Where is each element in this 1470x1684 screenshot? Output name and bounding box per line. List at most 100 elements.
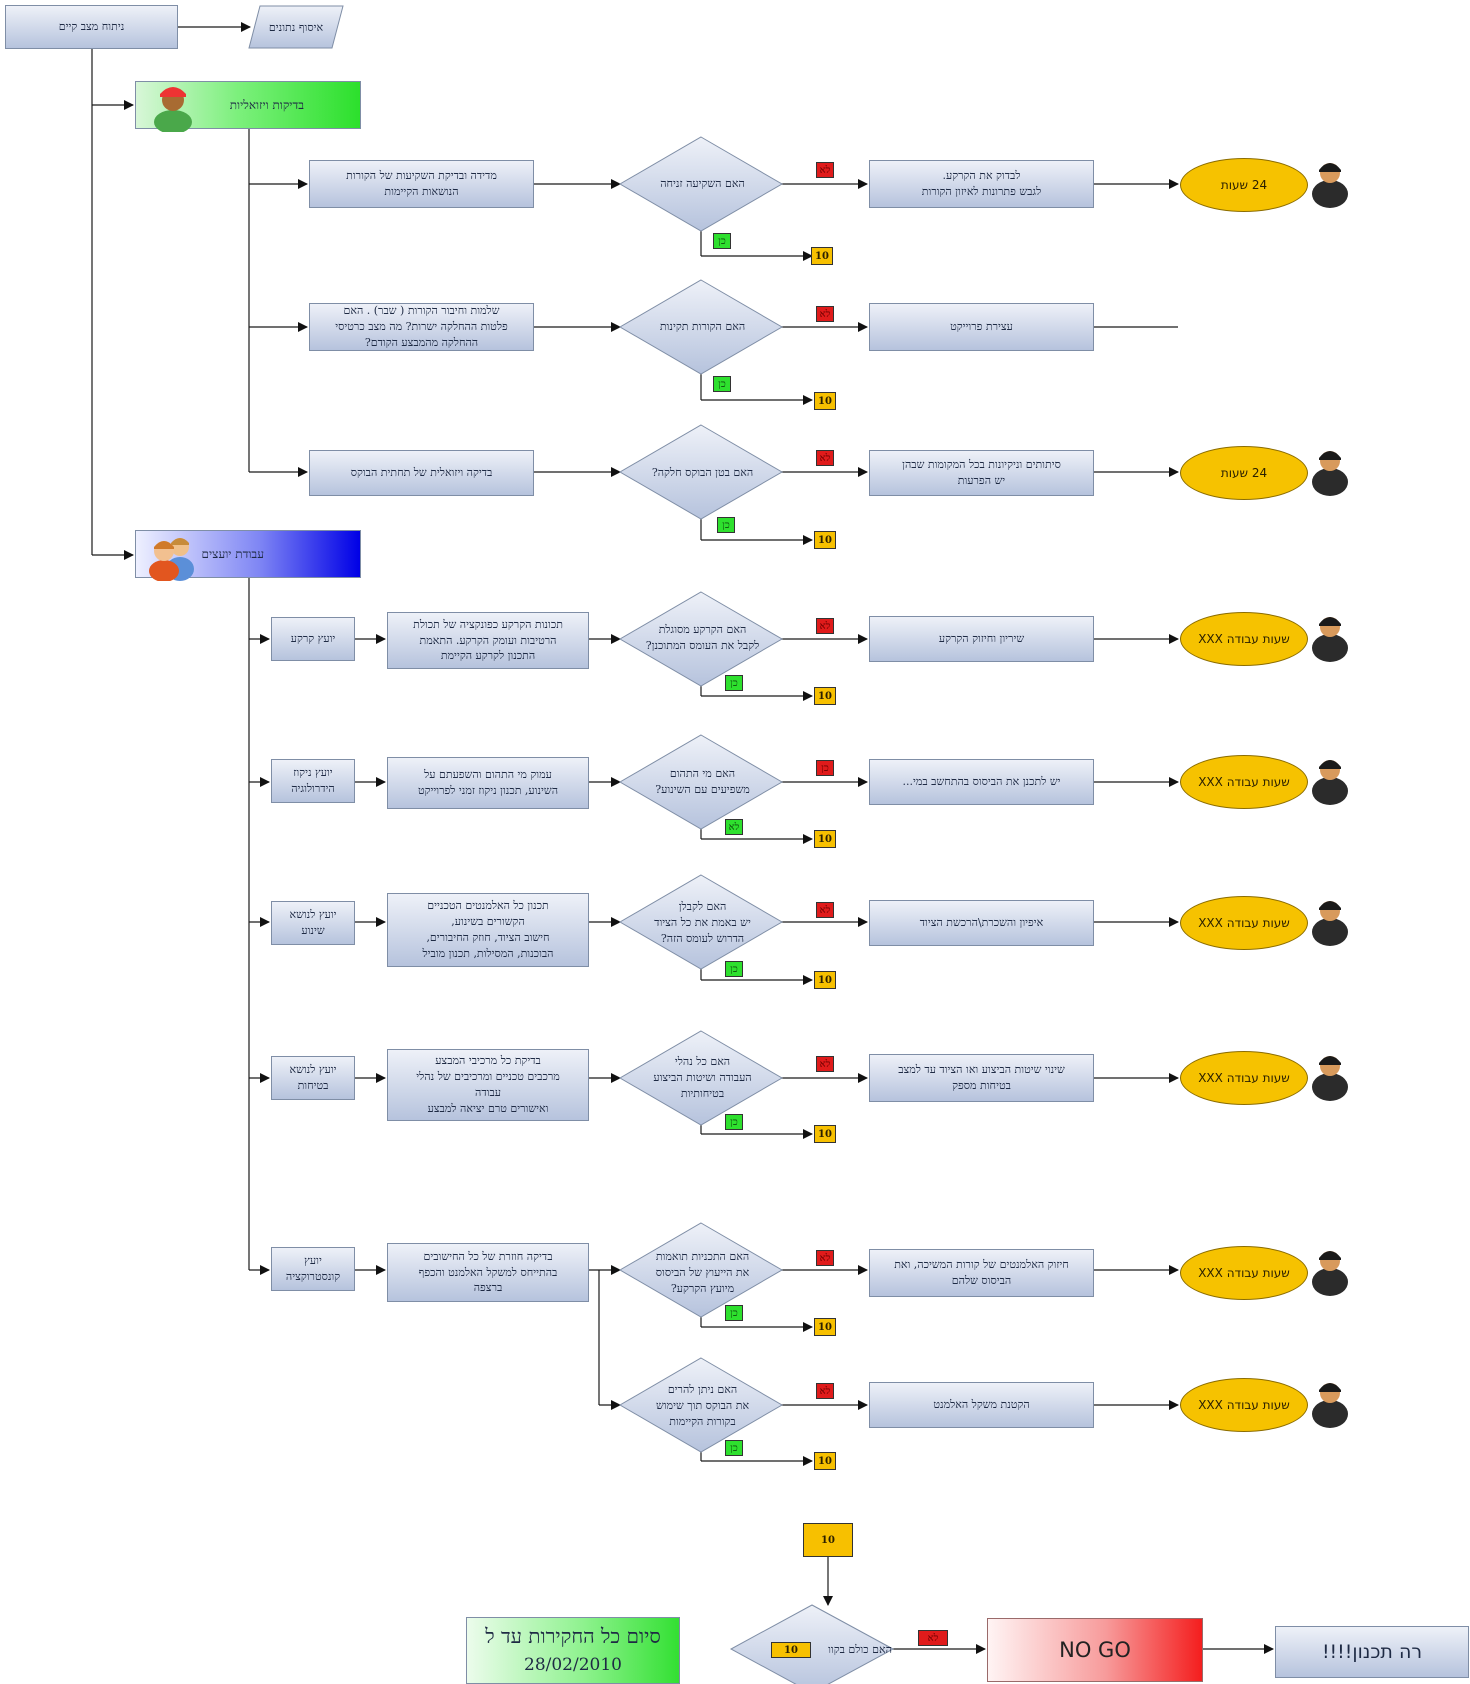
consultant-box[interactable]: יועץ ניקוז הידרולוגיה	[271, 759, 355, 803]
no-tag: לא	[816, 902, 834, 918]
no-go-label: NO GO	[1059, 1638, 1131, 1662]
consultant-label: יועץ לנושא בטיחות	[289, 1063, 337, 1092]
visual-action-box[interactable]: עצירת פרוייקט	[869, 303, 1094, 351]
consultant-action-box[interactable]: שיריון וחיזוק הקרקע	[869, 616, 1094, 662]
redesign-box[interactable]: רה תכנון!!!!	[1275, 1626, 1469, 1678]
hours-ellipse: שעות עבודה XXX	[1180, 1051, 1308, 1105]
decision-question: האם הקורות תקינות	[659, 320, 746, 334]
final-decision-question: האם כולם בקוו	[828, 1643, 892, 1657]
visual-task-label: בדיקה ויזואלית של תחתית הבוקס	[350, 466, 493, 480]
consultant-action-label: שינוי שיטות הביצוע ואו הציוד עד למצב בטי…	[898, 1063, 1065, 1092]
final-ten-inside: 10	[771, 1642, 811, 1658]
ten-connector: 10	[814, 1125, 836, 1143]
decision-diamond[interactable]	[619, 136, 783, 232]
ten-connector: 10	[814, 392, 836, 410]
decision-diamond[interactable]	[619, 734, 783, 830]
visual-task-box[interactable]: מדידה ובדיקת השקיעות של הקורות הנושאות ה…	[309, 160, 534, 208]
yes-tag: לא	[725, 819, 743, 835]
ten-connector: 10	[814, 830, 836, 848]
consultant-label: יועץ לנושא שינוע	[289, 908, 337, 937]
yes-tag: כן	[725, 675, 743, 691]
visual-task-box[interactable]: שלמות וחיבור הקורות ( שבר) . האם פלטות ה…	[309, 303, 534, 351]
consultant-box[interactable]: יועץ קרקע	[271, 617, 355, 661]
yes-tag: כן	[725, 961, 743, 977]
ten-connector: 10	[814, 1452, 836, 1470]
consultant-action-label: יש לתכנן את הביסוס בהתחשב במי...	[902, 775, 1061, 789]
consultant-box[interactable]: יועץ לנושא בטיחות	[271, 1056, 355, 1100]
yes-tag: כן	[725, 1114, 743, 1130]
hours-ellipse: שעות עבודה XXX	[1180, 1246, 1308, 1300]
hours-ellipse: שעות עבודה XXX	[1180, 1378, 1308, 1432]
consultant-action-box[interactable]: חיזוק האלמנטים של קורות המשיכה, ואת הביס…	[869, 1249, 1094, 1297]
no-tag: לא	[816, 1056, 834, 1072]
worker-icon	[1312, 451, 1348, 496]
decision-diamond[interactable]	[619, 279, 783, 375]
consultant-action-box[interactable]: יש לתכנן את הביסוס בהתחשב במי...	[869, 759, 1094, 805]
worker-icon	[1312, 901, 1348, 946]
consultant-task-box[interactable]: עמוק מי התהום והשפעתם על השינוע, תכנון נ…	[387, 757, 589, 809]
decision-question: האם בטן הבוקס חלקה?	[651, 466, 754, 480]
visual-task-box[interactable]: בדיקה ויזואלית של תחתית הבוקס	[309, 450, 534, 496]
decision-diamond[interactable]	[619, 424, 783, 520]
no-tag: לא	[816, 618, 834, 634]
ten-connector: 10	[811, 247, 833, 265]
consultant-task-box[interactable]: בדיקת כל מרכיבי המבצע מרכבים טכניים ומרכ…	[387, 1049, 589, 1121]
consultant-task-label: בדיקת כל מרכיבי המבצע מרכבים טכניים ומרכ…	[416, 1054, 560, 1115]
consultant-action-box[interactable]: שינוי שיטות הביצוע ואו הציוד עד למצב בטי…	[869, 1054, 1094, 1102]
decision-question: האם ניתן להרים את הבוקס תוך שימוש בקורות…	[655, 1383, 750, 1428]
decision-question: האם התכניות תואמות את הייעוץ של הביסוס מ…	[655, 1250, 750, 1295]
visual-action-box[interactable]: סיתותים וניקיונות בכל המקומות שבהן יש הפ…	[869, 450, 1094, 496]
consultant-box[interactable]: יועץ קונסטרוקציה	[271, 1247, 355, 1291]
consultant-task-box[interactable]: תכנון כל האלמנטים הטכניים הקשורים בשינוע…	[387, 893, 589, 967]
hours-ellipse: שעות עבודה XXX	[1180, 896, 1308, 950]
visual-task-label: שלמות וחיבור הקורות ( שבר) . האם פלטות ה…	[335, 304, 508, 349]
yes-tag: כן	[713, 376, 731, 392]
decision-question: האם הקרקע מסוגלת לקבל את העומס המתוכנן?	[645, 623, 760, 652]
visual-action-label: לבדוק את הקרקע. לגבש פתרונות לאיזון הקור…	[921, 169, 1042, 198]
consultant-task-box[interactable]: בדיקה חוזרת של כל החישובים בהתייחס למשקל…	[387, 1243, 589, 1302]
decision-question: האם כל נהלי העבודה ושיטות הביצוע בטיחותי…	[653, 1055, 752, 1100]
decision-diamond[interactable]	[619, 1222, 783, 1318]
visual-action-label: סיתותים וניקיונות בכל המקומות שבהן יש הפ…	[902, 458, 1061, 487]
decision-diamond[interactable]	[619, 591, 783, 687]
no-tag: לא	[816, 306, 834, 322]
ten-connector: 10	[814, 1318, 836, 1336]
finish-line-1: סיום כל החקירות עד ל	[485, 1624, 661, 1648]
parallelogram-shape	[248, 5, 344, 49]
worker-icon	[1312, 617, 1348, 662]
no-tag: לא	[816, 162, 834, 178]
decision-diamond[interactable]	[619, 1357, 783, 1453]
no-go-box[interactable]: NO GO	[987, 1618, 1203, 1682]
hours-ellipse: שעות עבודה XXX	[1180, 612, 1308, 666]
visual-task-label: מדידה ובדיקת השקיעות של הקורות הנושאות ה…	[346, 169, 497, 198]
decision-diamond[interactable]	[619, 874, 783, 970]
worker-icon	[1312, 1383, 1348, 1428]
consultant-box[interactable]: יועץ לנושא שינוע	[271, 901, 355, 945]
decision-diamond[interactable]	[619, 1030, 783, 1126]
decision-question: האם מי התהום משפיעים עם השינוע?	[655, 767, 750, 796]
consultant-action-box[interactable]: איפיון והשכרת\הרכשת הציוד	[869, 900, 1094, 946]
consultant-task-label: תכונות הקרקע כפונקציה של תכולת הרטיבות ו…	[413, 617, 563, 663]
lane-visual-label: בדיקות ויזואליות	[229, 97, 304, 112]
worker-icon	[1312, 1056, 1348, 1101]
data-collection-parallelogram[interactable]: איסוף נתונים	[248, 5, 344, 49]
decision-diamond[interactable]	[729, 1604, 895, 1684]
consultant-task-label: עמוק מי התהום והשפעתם על השינוע, תכנון נ…	[417, 768, 559, 797]
consultant-label: יועץ ניקוז הידרולוגיה	[291, 766, 335, 795]
lane-consultants-label: עבודת יועצים	[201, 546, 264, 561]
ten-connector: 10	[814, 971, 836, 989]
visual-action-box[interactable]: לבדוק את הקרקע. לגבש פתרונות לאיזון הקור…	[869, 160, 1094, 208]
current-state-box[interactable]: ניתוח מצב קיים	[5, 5, 178, 49]
consultant-action-label: איפיון והשכרת\הרכשת הציוד	[919, 916, 1044, 930]
consultant-task-box[interactable]: תכונות הקרקע כפונקציה של תכולת הרטיבות ו…	[387, 612, 589, 669]
consultant-label: יועץ קרקע	[290, 632, 336, 646]
visual-action-label: עצירת פרוייקט	[950, 320, 1013, 334]
finish-investigations-box[interactable]: סיום כל החקירות עד ל 28/02/2010	[466, 1617, 680, 1684]
hours-ellipse: 24 שעות	[1180, 158, 1308, 212]
consultant-action-label: הקטנת משקל האלמנט	[933, 1398, 1030, 1412]
yes-tag: כן	[725, 1305, 743, 1321]
consultant-action-box[interactable]: הקטנת משקל האלמנט	[869, 1382, 1094, 1428]
no-tag: לא	[816, 1250, 834, 1266]
current-state-label: ניתוח מצב קיים	[58, 20, 125, 34]
